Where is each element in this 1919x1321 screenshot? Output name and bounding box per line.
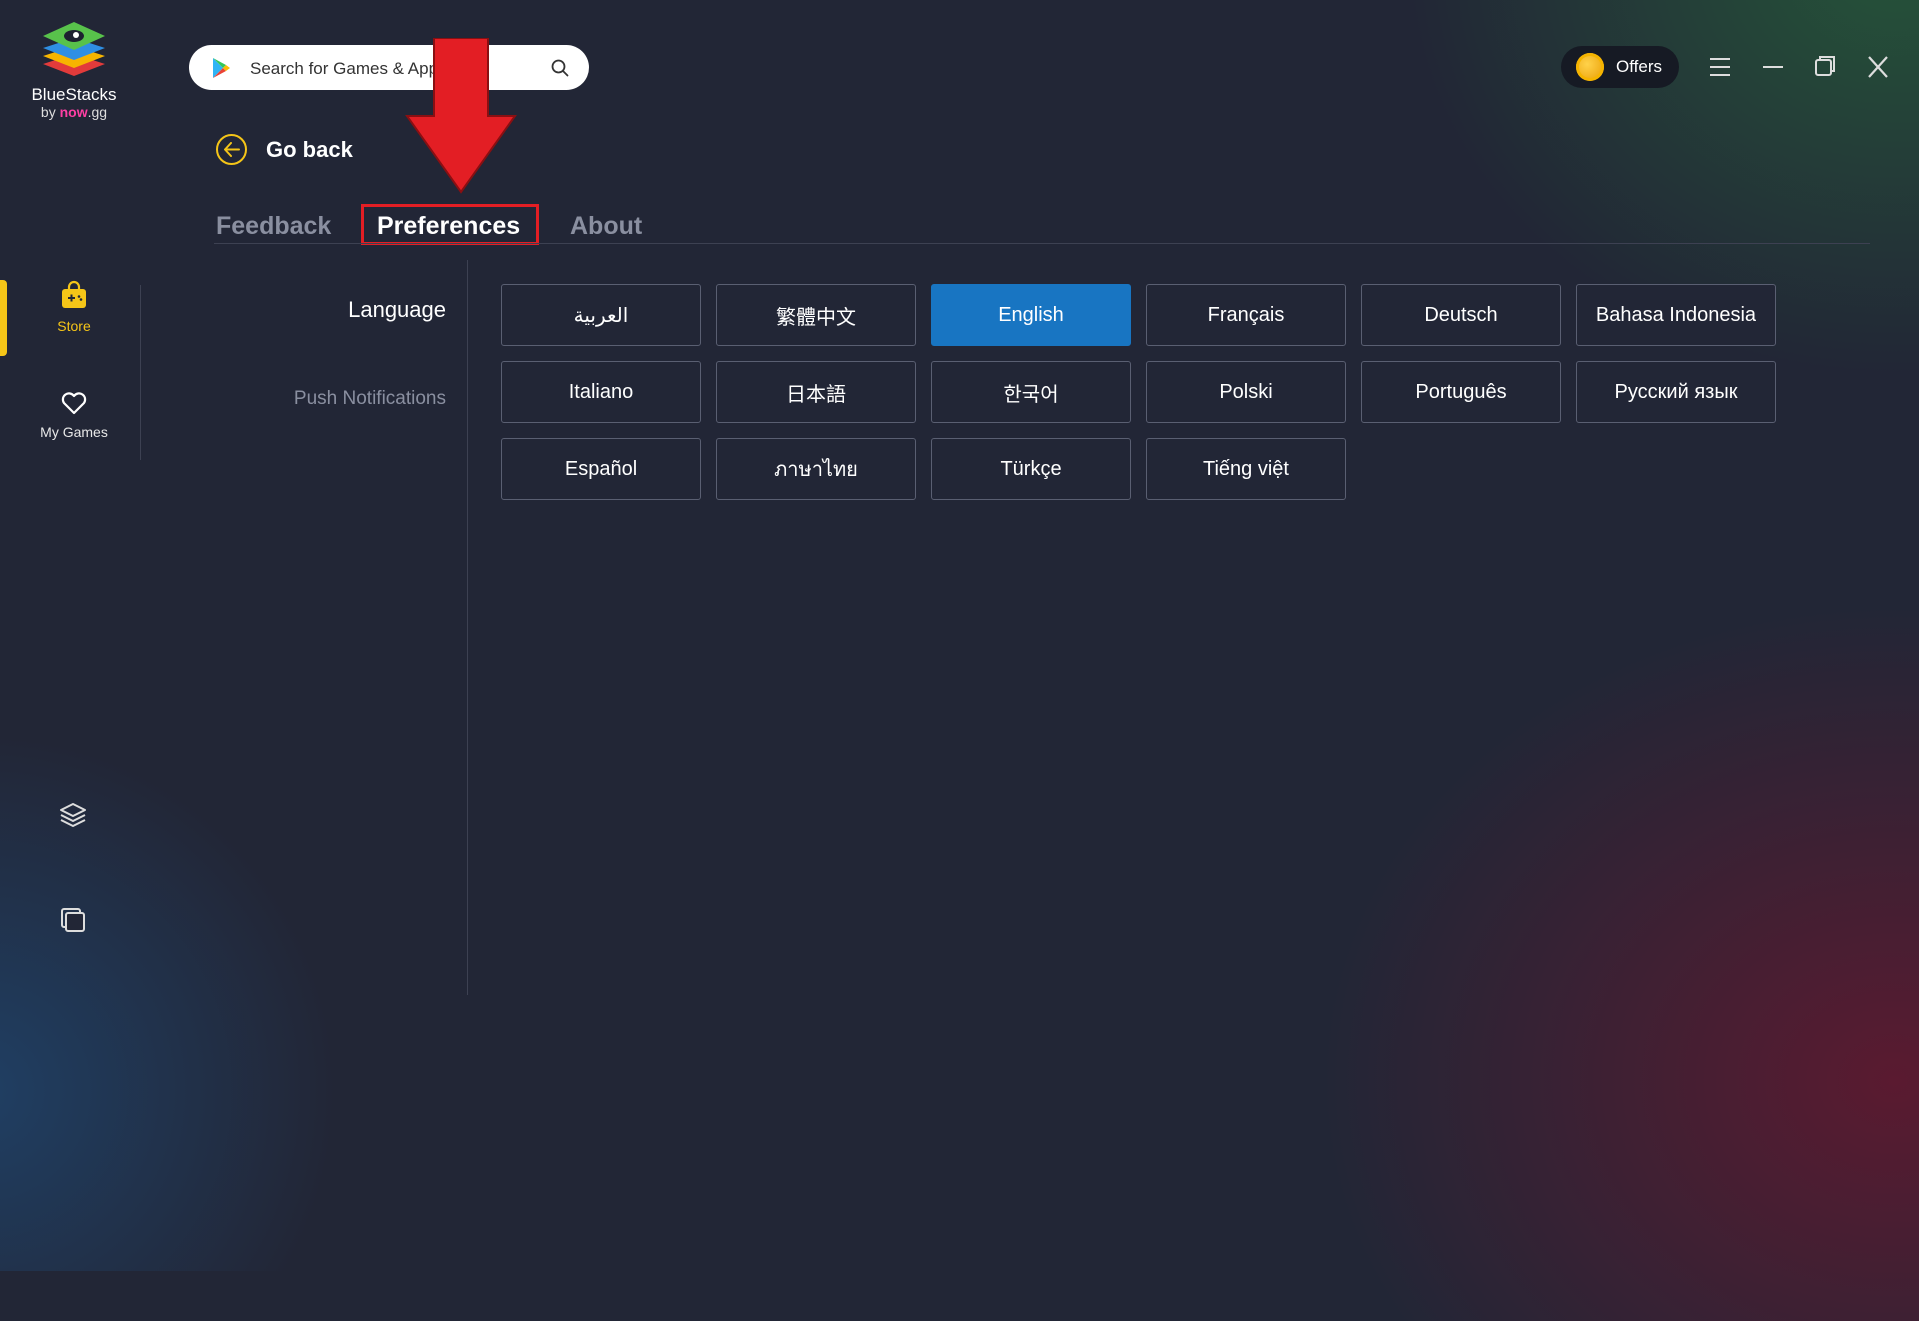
multi-instance-button[interactable] [58,905,88,940]
language-option-traditional-chinese[interactable]: 繁體中文 [716,284,916,346]
red-arrow-annotation [405,38,517,194]
menu-button[interactable] [1709,52,1731,87]
language-option-russian[interactable]: Русский язык [1576,361,1776,423]
language-option-vietnamese[interactable]: Tiếng việt [1146,438,1346,500]
tab-preferences[interactable]: Preferences [377,212,521,240]
settings-item-push-notifications[interactable]: Push Notifications [293,388,446,409]
offers-button[interactable]: Offers [1561,46,1679,88]
tab-about[interactable]: About [570,212,643,240]
logo-gg: .gg [87,104,108,120]
go-back-label: Go back [266,136,353,162]
coin-icon [1576,53,1604,81]
sidebar-divider [140,285,141,460]
sidebar-item-my-games[interactable]: My Games [0,390,148,440]
language-option-indonesian[interactable]: Bahasa Indonesia [1576,284,1776,346]
bluestacks-logo: BlueStacks by now.gg [22,18,126,120]
language-option-korean[interactable]: 한국어 [931,361,1131,423]
language-option-french[interactable]: Français [1146,284,1346,346]
logo-now: now [59,104,88,120]
store-bag-icon [62,280,86,308]
language-option-japanese[interactable]: 日本語 [716,361,916,423]
sidebar-item-label: Store [57,318,91,334]
logo-name: BlueStacks [31,85,117,104]
settings-item-language[interactable]: Language [348,297,446,322]
tab-highlight-box [361,204,539,245]
menu-icon [1710,58,1730,76]
minimize-button[interactable] [1762,52,1784,87]
language-option-german[interactable]: Deutsch [1361,284,1561,346]
restore-button[interactable] [1814,52,1836,87]
go-back-button[interactable]: Go back [216,134,353,165]
search-icon[interactable] [551,59,569,77]
content-divider [467,260,468,995]
language-option-polish[interactable]: Polski [1146,361,1346,423]
close-button[interactable] [1867,52,1889,87]
language-option-arabic[interactable]: العربية [501,284,701,346]
language-option-spanish[interactable]: Español [501,438,701,500]
restore-icon [1815,56,1835,76]
logo-byline: by now.gg [22,104,126,120]
bluestacks-logo-icon [43,22,105,76]
multi-instance-icon [61,908,85,932]
tab-feedback[interactable]: Feedback [216,212,332,240]
offers-label: Offers [1616,57,1662,76]
layers-button[interactable] [58,800,88,835]
sidebar-item-label: My Games [40,424,108,440]
tab-underline [214,243,1870,244]
language-grid: العربية 繁體中文 English Français Deutsch Ba… [501,284,1776,500]
language-option-portuguese[interactable]: Português [1361,361,1561,423]
heart-icon [61,392,87,415]
search-bar[interactable] [189,45,589,92]
language-option-english[interactable]: English [931,284,1131,346]
logo-by: by [40,104,56,120]
language-option-italian[interactable]: Italiano [501,361,701,423]
layers-icon [60,803,86,827]
close-icon [1868,56,1888,78]
language-option-turkish[interactable]: Türkçe [931,438,1131,500]
back-arrow-icon [216,134,247,165]
search-input[interactable] [248,45,542,92]
google-play-icon [213,58,230,78]
sidebar-item-store[interactable]: Store [0,280,148,334]
active-indicator [0,280,7,356]
minimize-icon [1763,66,1783,68]
language-option-thai[interactable]: ภาษาไทย [716,438,916,500]
